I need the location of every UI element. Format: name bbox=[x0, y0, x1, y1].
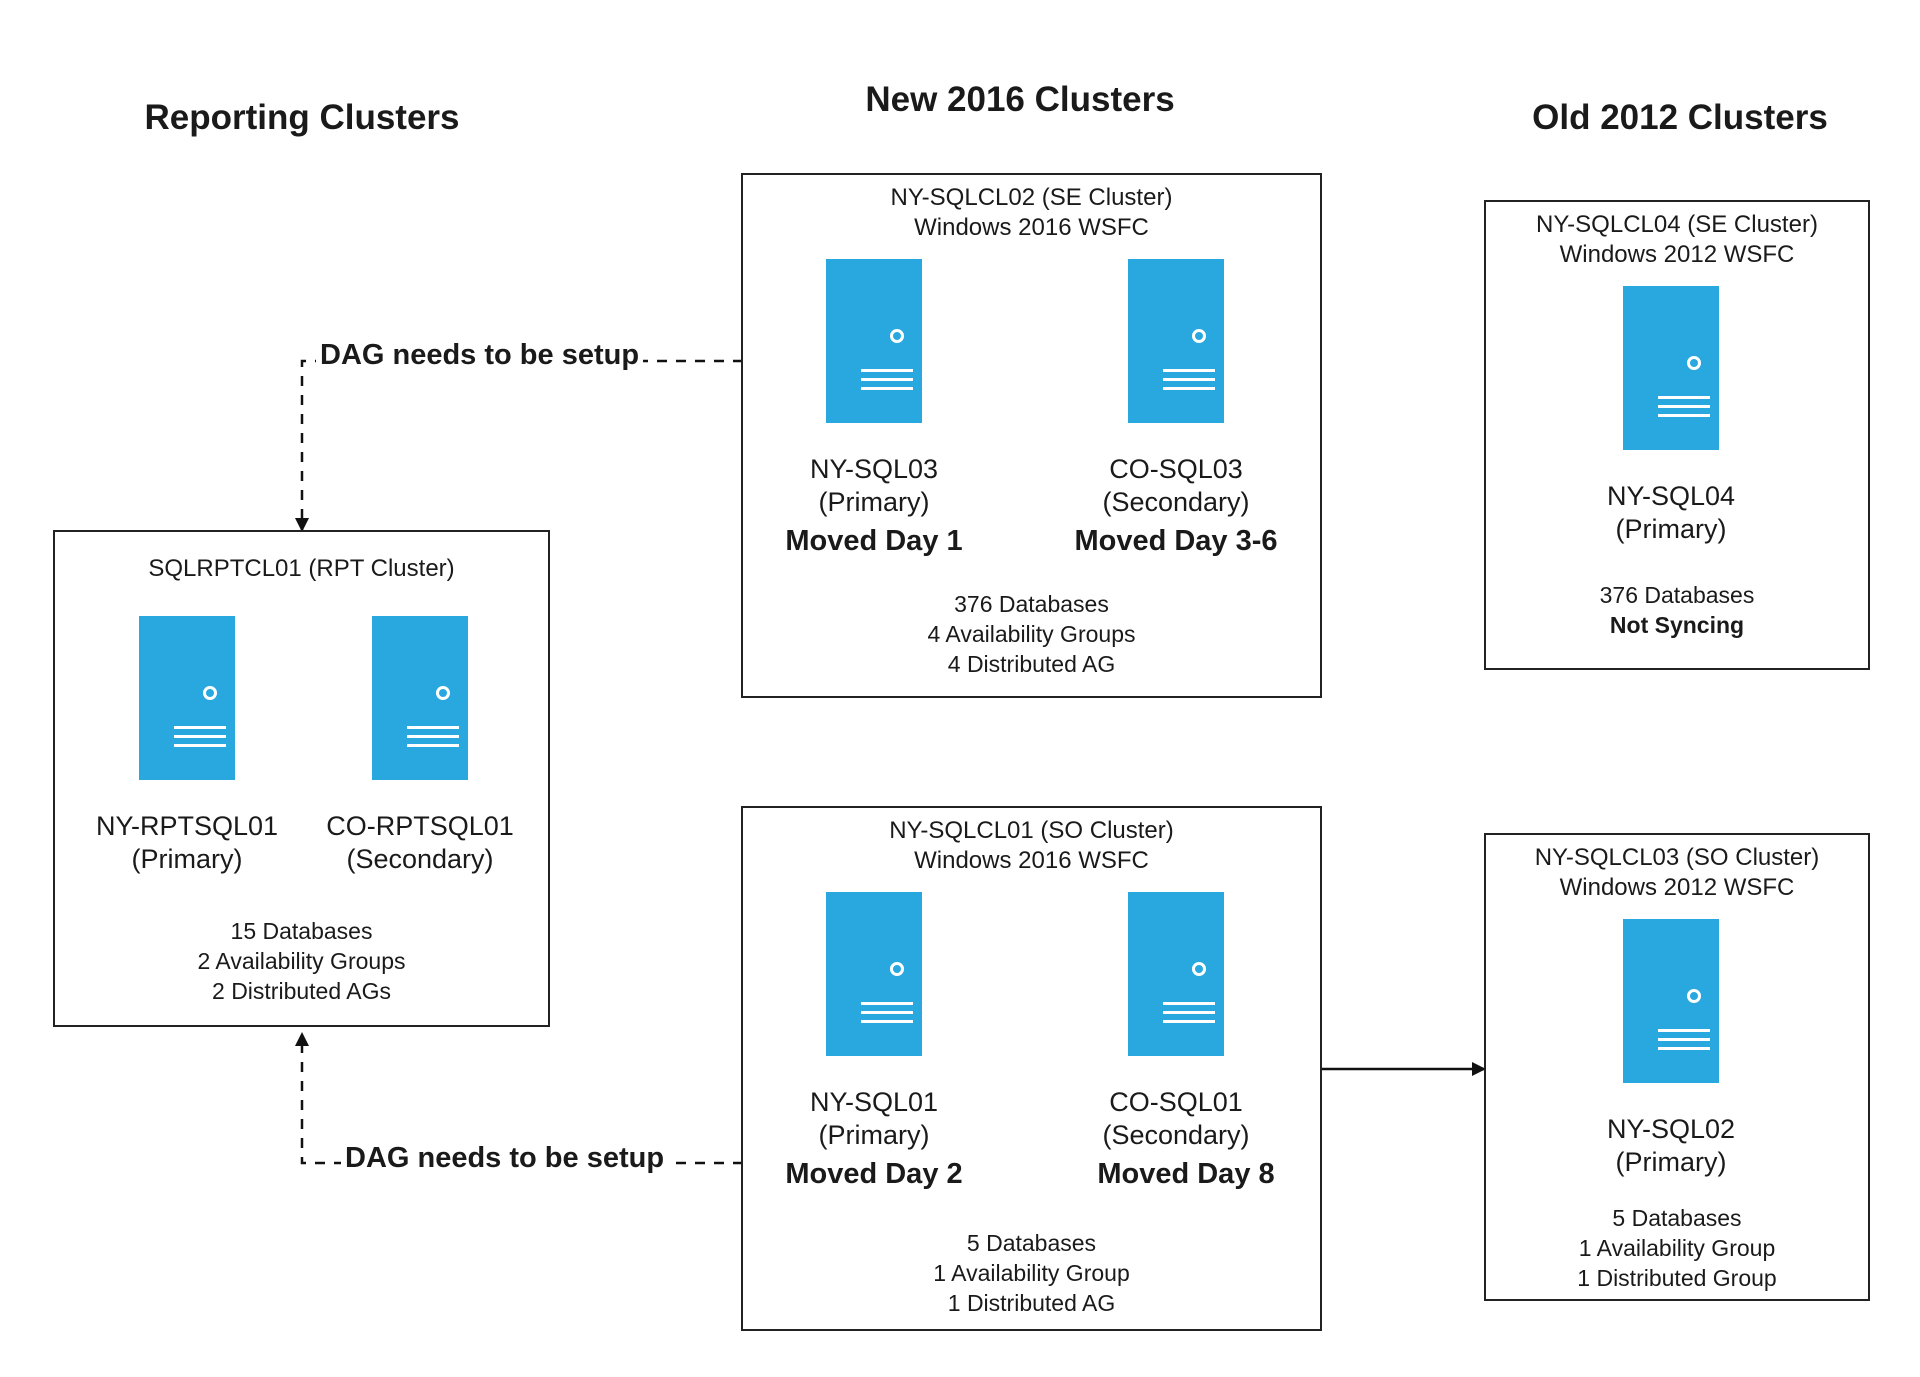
stat-distributed-ag: 4 Distributed AG bbox=[947, 651, 1116, 677]
node-label-primary: NY-SQL03 (Primary) bbox=[809, 454, 939, 517]
dag-label-top: DAG needs to be setup bbox=[316, 339, 644, 372]
stat-availability-groups: 2 Availability Groups bbox=[197, 948, 406, 974]
sync-status: Not Syncing bbox=[1609, 612, 1745, 638]
moved-day-secondary: Moved Day 8 bbox=[1097, 1158, 1275, 1190]
server-icon bbox=[1128, 892, 1224, 1056]
dag-connector-bottom bbox=[295, 1032, 743, 1165]
heading-reporting-clusters: Reporting Clusters bbox=[144, 98, 460, 137]
server-icon bbox=[1623, 286, 1719, 450]
stat-distributed-ag: 1 Distributed AG bbox=[947, 1290, 1116, 1316]
server-icon bbox=[139, 616, 235, 780]
cluster-box-sqlrptcl01: SQLRPTCL01 (RPT Cluster) NY-RPTSQL01 (Pr… bbox=[53, 530, 550, 1027]
cluster-box-ny-sqlcl02: NY-SQLCL02 (SE Cluster) Windows 2016 WSF… bbox=[741, 173, 1322, 698]
moved-day-primary: Moved Day 1 bbox=[785, 525, 963, 557]
heading-old-2012-clusters: Old 2012 Clusters bbox=[1532, 98, 1828, 137]
cluster-title: NY-SQLCL02 (SE Cluster) Windows 2016 WSF… bbox=[890, 184, 1173, 241]
node-label-secondary: CO-SQL03 (Secondary) bbox=[1102, 454, 1250, 517]
moved-day-primary: Moved Day 2 bbox=[785, 1158, 963, 1190]
stat-availability-groups: 4 Availability Groups bbox=[927, 621, 1136, 647]
server-icon bbox=[1623, 919, 1719, 1083]
cluster-stats: 376 Databases 4 Availability Groups 4 Di… bbox=[743, 589, 1320, 679]
server-icon bbox=[1128, 259, 1224, 423]
stat-databases: 15 Databases bbox=[230, 918, 373, 944]
server-icon bbox=[372, 616, 468, 780]
cluster-box-ny-sqlcl01: NY-SQLCL01 (SO Cluster) Windows 2016 WSF… bbox=[741, 806, 1322, 1331]
cluster-title: SQLRPTCL01 (RPT Cluster) bbox=[148, 555, 455, 582]
cluster-stats: 5 Databases 1 Availability Group 1 Distr… bbox=[1486, 1203, 1868, 1293]
cluster-title: NY-SQLCL03 (SO Cluster) Windows 2012 WSF… bbox=[1534, 844, 1820, 901]
cluster-stats: 376 Databases bbox=[1486, 580, 1868, 610]
cluster-stats: 15 Databases 2 Availability Groups 2 Dis… bbox=[55, 916, 548, 1006]
node-label-primary: NY-SQL02 (Primary) bbox=[1606, 1114, 1736, 1177]
node-label-primary: NY-SQL04 (Primary) bbox=[1606, 481, 1736, 544]
cluster-box-ny-sqlcl04: NY-SQLCL04 (SE Cluster) Windows 2012 WSF… bbox=[1484, 200, 1870, 670]
stat-availability-groups: 1 Availability Group bbox=[1578, 1235, 1776, 1261]
server-icon bbox=[826, 892, 922, 1056]
heading-new-2016-clusters: New 2016 Clusters bbox=[865, 80, 1175, 119]
stat-databases: 5 Databases bbox=[1612, 1205, 1742, 1231]
node-label-primary: NY-SQL01 (Primary) bbox=[809, 1087, 939, 1150]
dag-connector-top bbox=[295, 359, 743, 532]
stat-databases: 376 Databases bbox=[954, 591, 1109, 617]
dag-label-bottom: DAG needs to be setup bbox=[341, 1142, 669, 1175]
cluster-box-ny-sqlcl03: NY-SQLCL03 (SO Cluster) Windows 2012 WSF… bbox=[1484, 833, 1870, 1301]
cluster-stats: 5 Databases 1 Availability Group 1 Distr… bbox=[743, 1228, 1320, 1318]
stat-databases: 376 Databases bbox=[1599, 582, 1755, 608]
stat-availability-groups: 1 Availability Group bbox=[933, 1260, 1130, 1286]
moved-day-secondary: Moved Day 3-6 bbox=[1074, 525, 1278, 557]
node-label-secondary: CO-SQL01 (Secondary) bbox=[1102, 1087, 1250, 1150]
node-label-primary: NY-RPTSQL01 (Primary) bbox=[95, 811, 279, 874]
cluster-title: NY-SQLCL04 (SE Cluster) Windows 2012 WSF… bbox=[1536, 211, 1818, 268]
stat-distributed-group: 1 Distributed Group bbox=[1577, 1265, 1777, 1291]
stat-distributed-ag: 2 Distributed AGs bbox=[212, 978, 391, 1004]
stat-databases: 5 Databases bbox=[966, 1230, 1097, 1256]
node-label-secondary: CO-RPTSQL01 (Secondary) bbox=[326, 811, 514, 874]
server-icon bbox=[826, 259, 922, 423]
cluster-title: NY-SQLCL01 (SO Cluster) Windows 2016 WSF… bbox=[889, 817, 1174, 874]
